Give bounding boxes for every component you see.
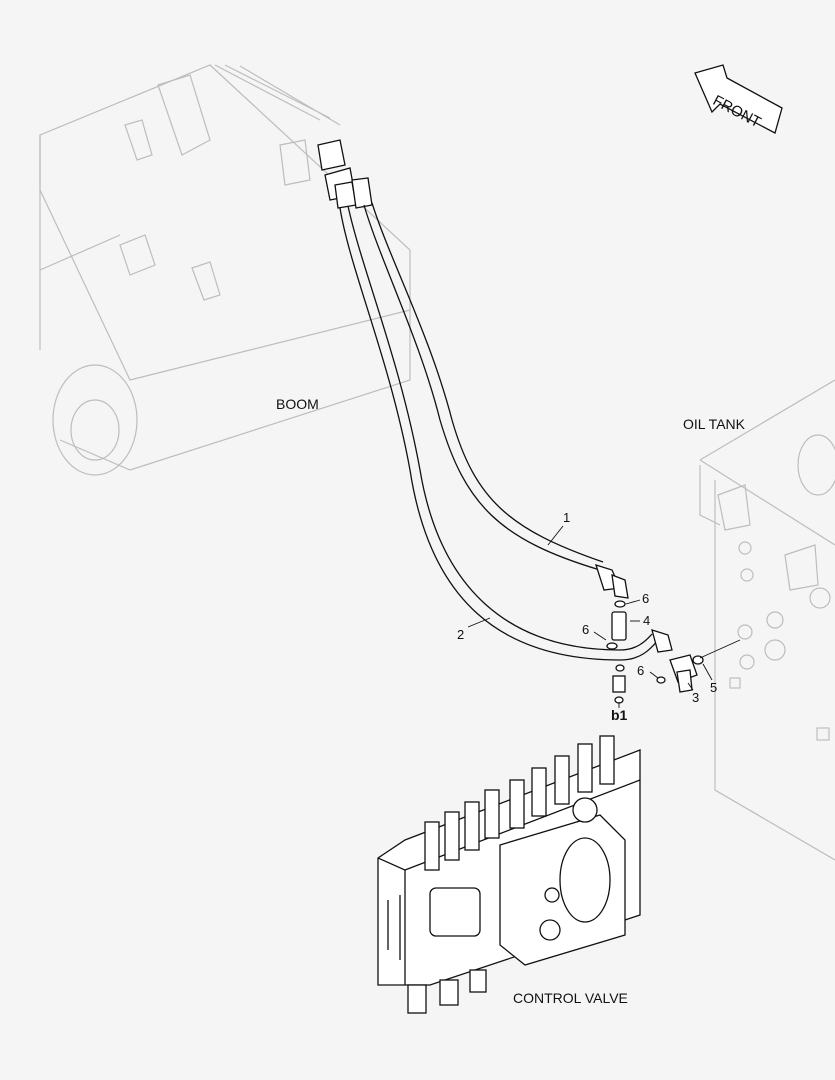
callout-oring-6a: 6 <box>642 591 650 606</box>
hose-2 <box>339 205 673 661</box>
boom-outline <box>39 64 411 476</box>
leader-lines <box>467 525 741 708</box>
control-valve <box>377 735 641 1014</box>
callout-oring-5: 5 <box>710 680 718 695</box>
hose-1 <box>363 202 629 599</box>
boom-label: BOOM <box>276 396 319 412</box>
callout-hose-1: 1 <box>563 510 571 525</box>
oil-tank-label: OIL TANK <box>683 416 745 432</box>
oil-tank-outline <box>699 379 835 861</box>
callout-oring-6b: 6 <box>582 622 590 637</box>
control-valve-label: CONTROL VALVE <box>513 990 628 1006</box>
port-b1-label: b1 <box>611 707 628 723</box>
callout-adapter-4: 4 <box>643 613 651 628</box>
fittings-group <box>606 600 704 704</box>
boom-side-fittings <box>317 139 373 209</box>
callout-hose-2: 2 <box>457 627 465 642</box>
front-arrow <box>694 64 783 134</box>
callout-oring-6c: 6 <box>637 663 645 678</box>
callout-tee-3: 3 <box>692 690 700 705</box>
